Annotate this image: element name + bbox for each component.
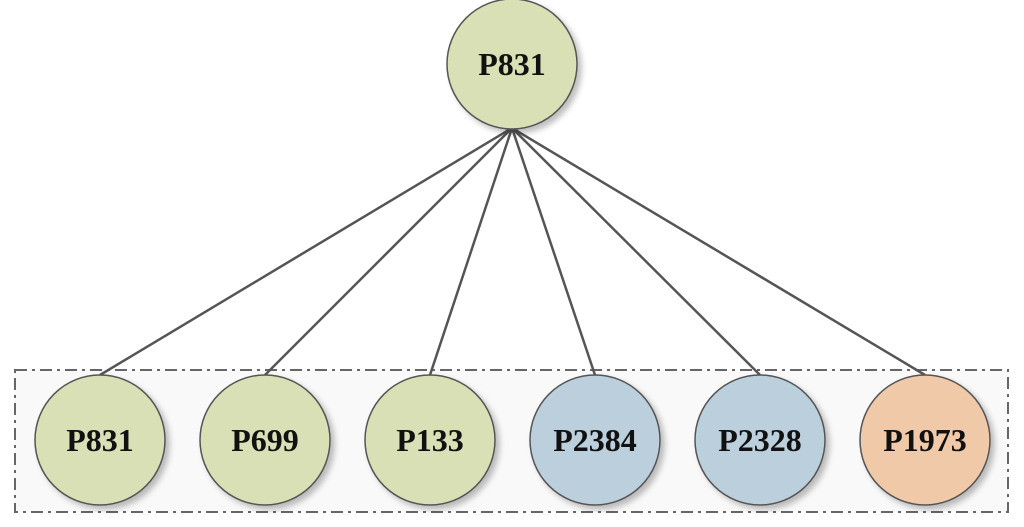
child-node-circle [529,374,661,506]
edge-root-to-p699 [264,127,513,376]
edge-root-to-p2384 [510,127,597,376]
child-node-circle [364,374,496,506]
child-node: P2328 [694,374,826,506]
child-node-label: P699 [231,422,299,458]
edge-root-to-p1973 [511,126,926,377]
child-node-circle [34,374,166,506]
child-node-label: P1973 [883,422,967,458]
child-node-label: P831 [66,422,134,458]
child-node-circle [694,374,826,506]
child-node: P2384 [529,374,661,506]
edge-root-to-p831 [99,126,513,377]
edge-root-to-p133 [428,127,514,376]
edge-root-to-p2328 [511,127,761,376]
root-node: P831 [446,0,578,130]
root-node-circle [446,0,578,130]
child-node: P699 [199,374,331,506]
children-group-box [14,369,1009,513]
child-node-circle [199,374,331,506]
child-node: P831 [34,374,166,506]
child-node: P1973 [859,374,991,506]
child-node-label: P133 [396,422,464,458]
child-node-label: P2384 [553,422,637,458]
child-node-label: P2328 [718,422,802,458]
child-node-circle [859,374,991,506]
root-node-label: P831 [478,46,546,82]
edges [99,126,926,377]
child-nodes: P831 P699 P133 P2384 P2328 P1973 [34,374,991,506]
child-node: P133 [364,374,496,506]
